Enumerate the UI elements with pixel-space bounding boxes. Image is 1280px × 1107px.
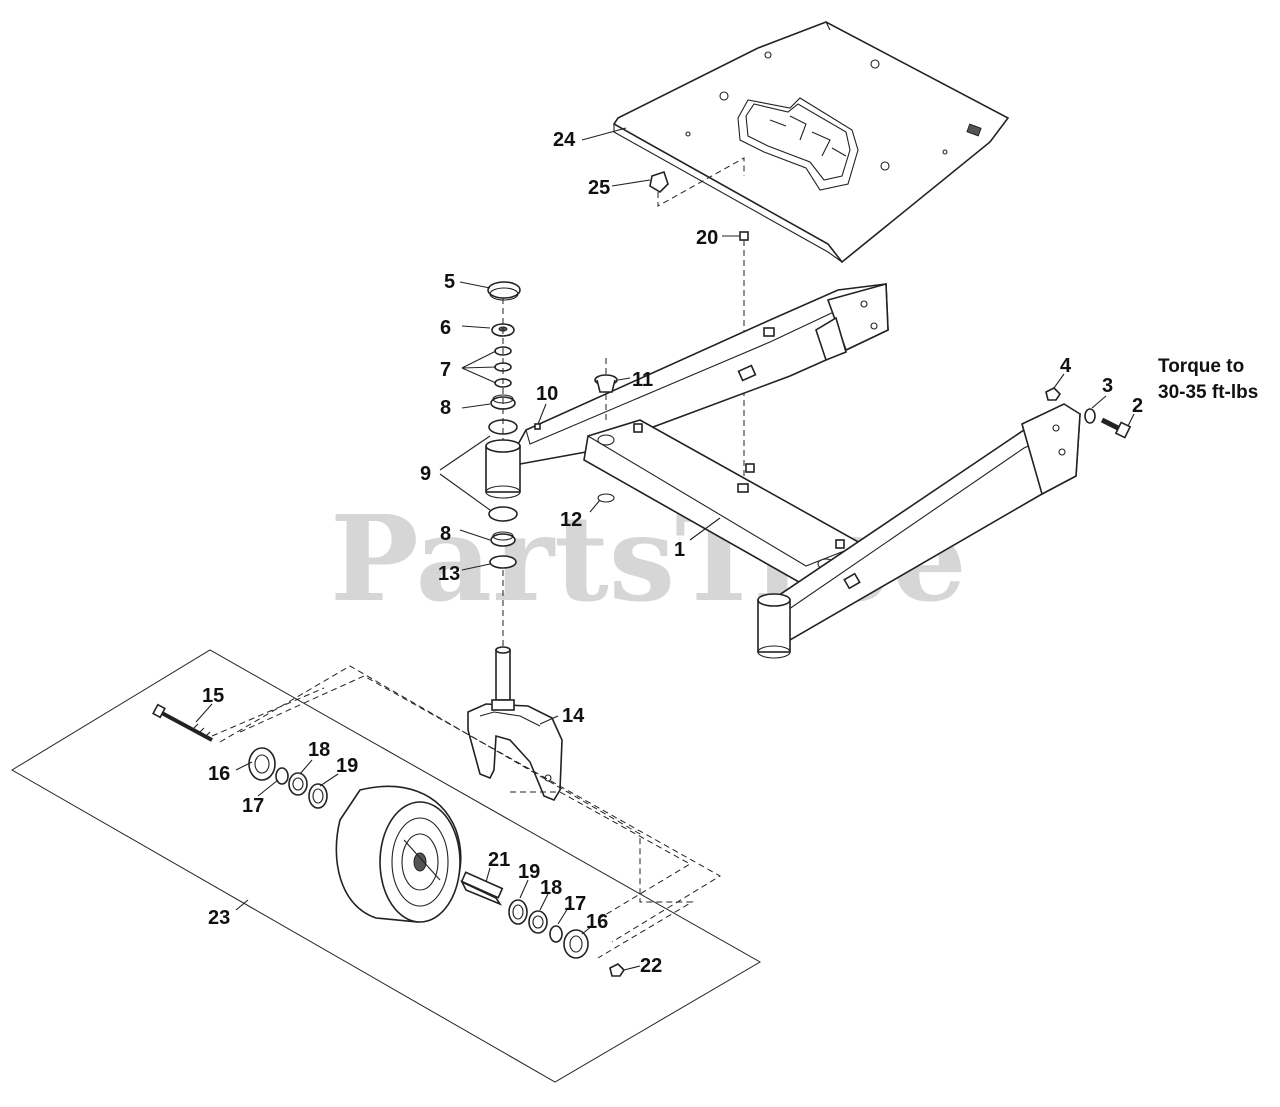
part-16-spacer-left — [248, 747, 276, 781]
part-9-spindle-housing — [485, 439, 521, 499]
right-hardware — [1045, 387, 1132, 439]
part-24-plate — [612, 21, 1010, 264]
callout-16-left: 16 — [208, 763, 230, 785]
callout-17-left: 17 — [242, 795, 264, 817]
torque-note: Torque to 30-35 ft-lbs — [1158, 356, 1258, 403]
part-16-spacer-right — [563, 929, 589, 959]
callout-9: 9 — [420, 463, 431, 485]
part-21-spacer-tube — [460, 880, 503, 906]
wheel-hub-right — [460, 871, 626, 977]
callouts: 24 25 20 5 6 7 8 10 11 9 12 8 13 1 14 15… — [202, 129, 1143, 977]
callout-18-right: 18 — [540, 877, 562, 899]
callout-8-bottom: 8 — [440, 523, 451, 545]
part-17-bushing-left — [275, 767, 289, 785]
part-18-seal-right — [528, 910, 548, 934]
part-18-seal-left — [288, 772, 308, 796]
callout-3: 3 — [1102, 375, 1113, 397]
callout-10: 10 — [536, 383, 558, 405]
leader-lines — [195, 127, 1135, 971]
part-1-frame — [515, 282, 1081, 659]
callout-5: 5 — [444, 271, 455, 293]
callout-15: 15 — [202, 685, 224, 707]
part-4-nut — [1045, 387, 1062, 401]
callout-4: 4 — [1060, 355, 1072, 377]
part-22-locknut — [609, 963, 626, 977]
part-13-seal — [489, 555, 517, 569]
part-19-bearing-right — [508, 899, 528, 925]
part-3-washer — [1084, 408, 1096, 424]
part-17-bushing-right — [549, 925, 563, 943]
part-9-race-bottom — [488, 506, 518, 522]
callout-23: 23 — [208, 907, 230, 929]
callout-1: 1 — [674, 539, 685, 561]
part-10-fitting — [534, 423, 541, 430]
part-2-bolt — [1100, 417, 1132, 439]
part-23-kit-outline — [11, 649, 762, 1083]
callout-19-right: 19 — [518, 861, 540, 883]
callout-21: 21 — [488, 849, 510, 871]
part-12-ring — [597, 493, 615, 503]
torque-note-line2: 30-35 ft-lbs — [1158, 382, 1258, 403]
part-15-axle-bolt — [152, 703, 213, 742]
callout-2: 2 — [1132, 395, 1143, 417]
callout-19-left: 19 — [336, 755, 358, 777]
callout-20: 20 — [696, 227, 718, 249]
part-14-caster-fork — [467, 646, 563, 801]
callout-11: 11 — [632, 369, 653, 391]
callout-8-top: 8 — [440, 397, 451, 419]
callout-22: 22 — [640, 955, 662, 977]
part-20-fastener — [739, 231, 749, 241]
part-11-bushing — [594, 358, 618, 420]
callout-18-left: 18 — [308, 739, 330, 761]
callout-12: 12 — [560, 509, 582, 531]
turf-tracer-logo — [737, 97, 859, 191]
callout-14: 14 — [562, 705, 585, 727]
part-19-bearing-left — [308, 783, 328, 809]
callout-13: 13 — [438, 563, 460, 585]
wheel-assembly — [335, 785, 462, 923]
spindle-stack — [487, 281, 521, 648]
part-25-clip — [649, 170, 669, 194]
torque-note-line1: Torque to — [1158, 356, 1244, 377]
callout-17-right: 17 — [564, 893, 586, 915]
part-5-cap — [487, 281, 521, 299]
callout-6: 6 — [440, 317, 451, 339]
callout-25: 25 — [588, 177, 610, 199]
callout-7: 7 — [440, 359, 451, 381]
callout-24: 24 — [553, 129, 576, 151]
callout-16-right: 16 — [586, 911, 608, 933]
